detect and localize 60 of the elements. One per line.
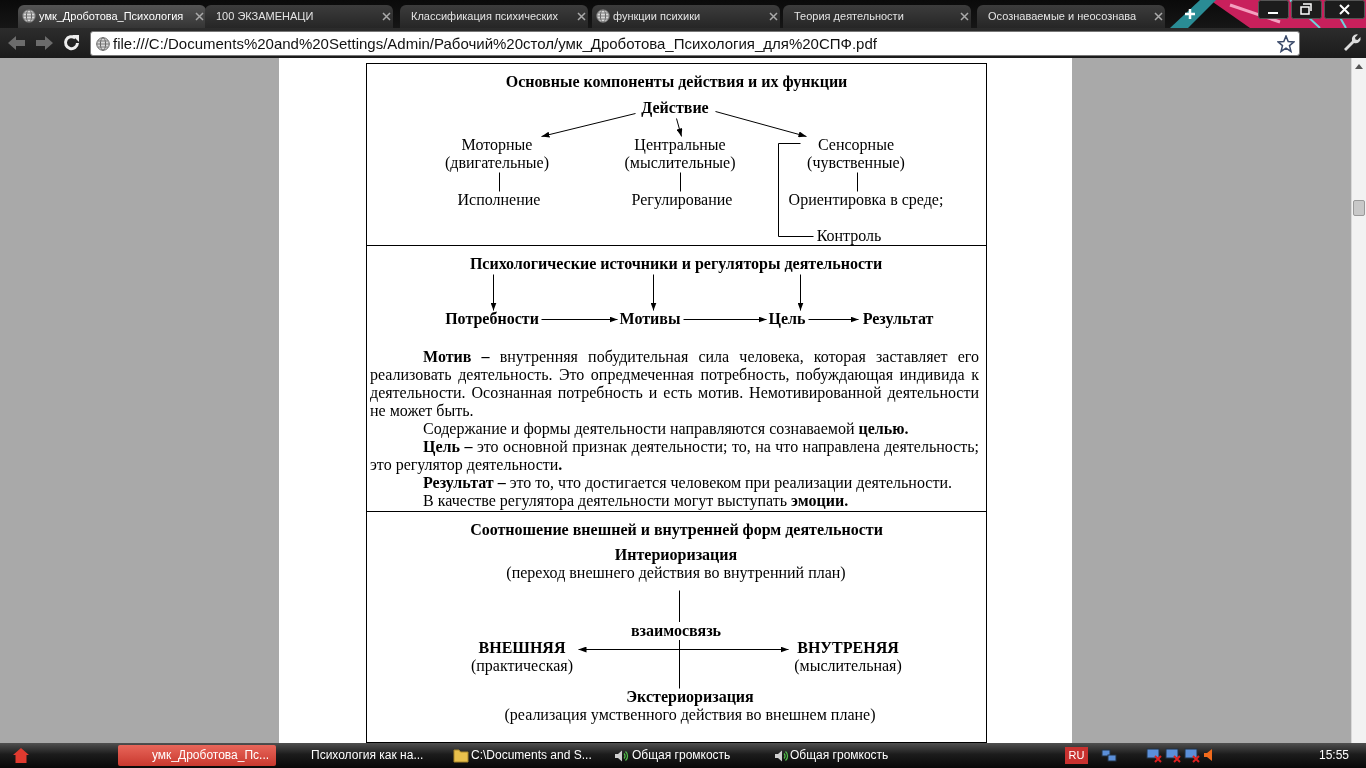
browser-tab: 100 ЭКЗАМЕНАЦИ [205,5,393,28]
double-arrow [578,646,789,653]
concept-label: Мотивы [617,310,683,329]
term-description: (мыслительная) [794,657,902,675]
edge-label: взаимосвязь [628,622,724,640]
window-title: Общая громкость [790,747,889,764]
window-title: Общая громкость [632,747,731,764]
arrow [490,274,497,311]
browser-tab: Теория деятельности [783,5,971,28]
section-heading: Основные компоненты действия и их функции [505,73,848,91]
term-label: ВНЕШНЯЯ [478,639,566,657]
function-label: Контроль [813,227,885,245]
taskbar-button: умк_Дроботова_Пс... [118,745,276,766]
arrow [715,111,807,138]
browser-tab: функции психики [592,5,780,28]
arrow [676,118,683,137]
term-description: (практическая) [470,657,574,675]
window-title: C:\Documents and S... [471,747,592,764]
arrow [683,316,767,323]
connector-line [778,143,814,237]
function-label: Регулирование [630,191,734,209]
arrow [541,316,618,323]
function-label: Исполнение [454,191,544,209]
paragraph: Цель – это основной признак деятельности; то, на что направлена деятельность; это регулятор деятельности. [370,438,979,474]
concept-label: Действие [635,99,715,118]
browser-tab: умк_Дроботова_Психология [18,5,206,28]
term-description: (переход внешнего действия во внутренний план) [506,564,846,582]
paragraph: Мотив – внутренняя побудительная сила человека, которая заставляет его реализовать деятельность. Это опредмеченная потребность, побуждающая индивида к деятельности. Осознанная потребность и есть мотив. Немотивированной деятельности не может быть. [370,348,979,420]
section-panel [366,511,987,743]
browser-tab: Осознаваемые и неосознава [977,5,1165,28]
paragraph: Результат – это то, что достигается человеком при реализации деятельности. [422,474,953,492]
term-label: Интериоризация [614,546,738,564]
component-label: Центральные (мыслительные) [622,136,738,172]
arrow [797,274,804,311]
language-indicator: RU [1065,747,1088,764]
connector-line [499,172,500,192]
window-title: Психология как на... [311,747,424,764]
term-label: ВНУТРЕНЯЯ [797,639,899,657]
section-heading: Соотношение внешней и внутренней форм деятельности [470,521,883,539]
component-label: Сенсорные (чувственные) [800,136,912,172]
arrow [541,113,636,138]
section-panel [366,245,987,512]
paragraph: В качестве регулятора деятельности могут выступать эмоции. [422,492,850,510]
clock-label: 15:55 [1319,748,1350,763]
address-field: file:///C:/Documents%20and%20Settings/Admin/Рабочий%20стол/умк_Дроботова_Психология_для%20СПФ.pdf [90,31,1300,56]
arrow [650,274,657,311]
connector-line [680,172,681,192]
connector-line [857,172,858,192]
component-label: Моторные (двигательные) [442,136,552,172]
arrow [808,316,859,323]
function-label: Ориентировка в среде; [785,191,947,209]
term-label: Экстериоризация [626,688,754,706]
browser-tab: Классификация психических [400,5,588,28]
section-panel [366,63,987,246]
concept-label: Цель [766,310,808,329]
section-heading: Психологические источники и регуляторы деятельности [462,255,890,274]
concept-label: Результат [858,310,938,329]
term-description: (реализация умственного действия во внешнем плане) [504,706,876,724]
concept-label: Потребности [443,310,541,329]
paragraph: Содержание и формы деятельности направляются сознаваемой целью. [422,420,910,438]
